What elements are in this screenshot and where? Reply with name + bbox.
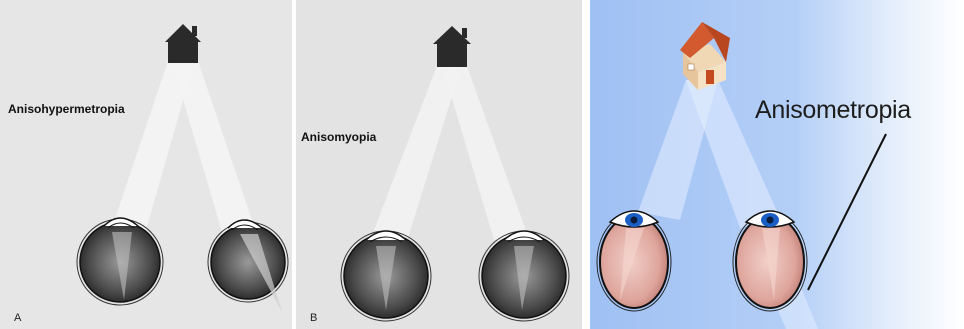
panel-anisometropia: Anisometropia (590, 0, 964, 329)
panel-b-diagram (296, 0, 582, 329)
eye-icon (341, 231, 431, 321)
panel-anisohypermetropia: Anisohypermetropia A (0, 0, 292, 329)
panel-c-diagram (590, 0, 964, 329)
eye-icon (479, 231, 569, 321)
condition-label: Anisometropia (755, 96, 911, 125)
condition-label: Anisomyopia (301, 130, 376, 144)
panel-anisomyopia: Anisomyopia B (296, 0, 582, 329)
panel-letter: B (310, 312, 317, 324)
condition-label: Anisohypermetropia (8, 102, 125, 116)
panel-letter: A (14, 312, 21, 324)
panel-a-diagram (0, 0, 292, 329)
